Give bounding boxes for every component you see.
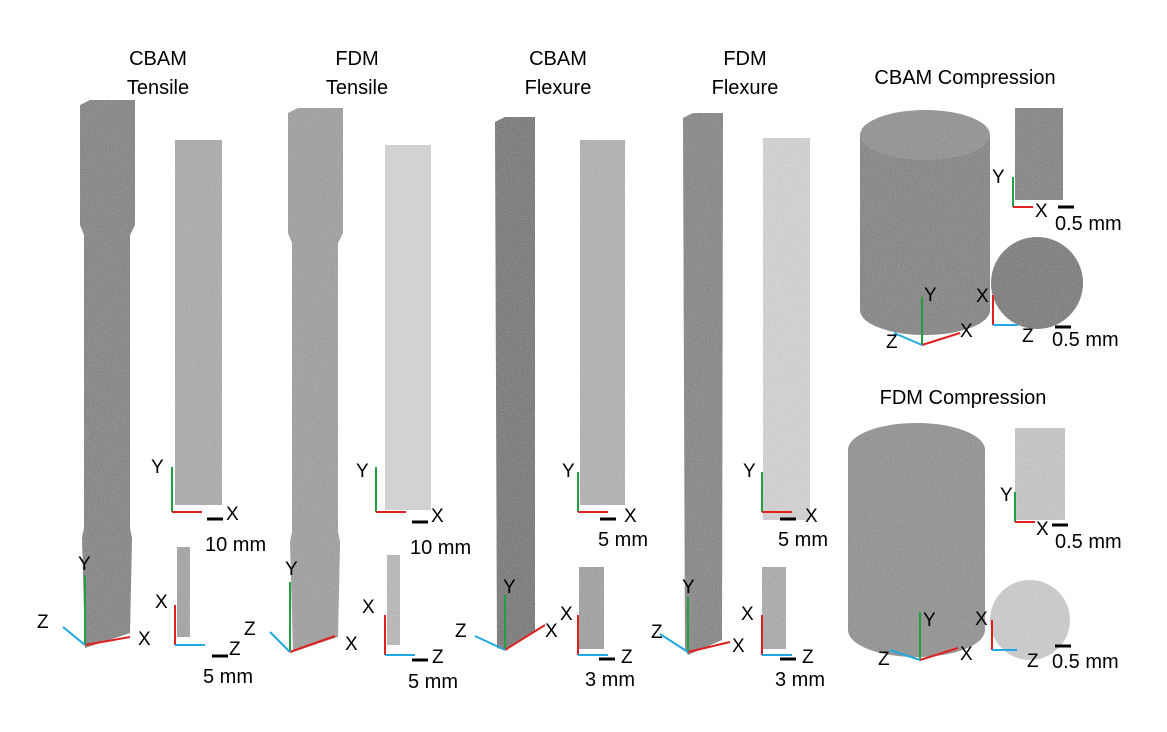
cbam-tensile-specimen-texture [80, 100, 135, 648]
fdm-tensile-specimen-texture [288, 108, 343, 652]
fdm-tensile-xz-axes-x-label: X [362, 597, 375, 618]
cbam-flexure-3d-y-label: Y [503, 577, 516, 598]
cbam-compression-3d-z-axis [893, 332, 923, 346]
cbam-flexure-title-line1: CBAM [529, 48, 587, 70]
fdm-tensile-xz-axes-z-label: Z [432, 647, 444, 668]
fdm-tensile-xy-axes-y-label: Y [356, 461, 369, 482]
cbam-tensile-3d-x-axis [84, 636, 131, 646]
cbam-compression-3d-x-label: X [960, 321, 973, 342]
fdm-compression-cylinder-top-texture [848, 423, 985, 477]
fdm-flexure-xy-axes-x-label: X [805, 506, 818, 527]
fdm-flexure-title-line1: FDM [723, 48, 767, 70]
cbam-tensile-3d-z-label: Z [37, 612, 49, 633]
fdm-compression-3d-x-axis [919, 647, 959, 661]
fdm-compression-title: FDM Compression [879, 387, 1047, 409]
cbam-tensile-xz-scale-label: 5 mm [203, 666, 253, 688]
fdm-flexure-3d-x-label: X [732, 636, 745, 657]
fdm-compression-xy-axes-y-label: Y [1000, 485, 1013, 506]
cbam-compression-xz-slice-texture [991, 237, 1083, 329]
fdm-flexure-xy-slice-texture [763, 138, 810, 520]
cbam-tensile-xz-axes-x-label: X [155, 592, 168, 613]
fdm-compression-xy-scale-label: 0.5 mm [1055, 531, 1122, 553]
fdm-flexure-xz-scale-label: 3 mm [775, 669, 825, 691]
fdm-flexure-xy-axes-y-label: Y [743, 461, 756, 482]
cbam-flexure-xz-scale-label: 3 mm [585, 669, 635, 691]
cbam-compression-xy-slice-texture [1015, 108, 1063, 200]
cbam-compression-3d-y-label: Y [924, 285, 937, 306]
cbam-tensile-xy-axes-x-label: X [226, 504, 239, 525]
cbam-tensile-3d-x-label: X [138, 629, 151, 650]
fdm-flexure-title-line2: Flexure [711, 77, 779, 99]
cbam-flexure-xz-slice-texture [579, 567, 604, 649]
cbam-flexure-3d-x-label: X [545, 621, 558, 642]
fdm-compression-xz-slice-texture [990, 580, 1070, 660]
cbam-compression-xy-axes-x-label: X [1035, 201, 1048, 222]
fdm-compression-xy-axes-x-label: X [1036, 519, 1049, 540]
cbam-tensile-3d-y-label: Y [78, 554, 91, 575]
fdm-tensile-xy-slice [385, 145, 431, 510]
cbam-compression-3d-x-axis [921, 332, 961, 346]
fdm-tensile-3d-z-axis [269, 631, 291, 653]
cbam-flexure-specimen-texture [495, 117, 535, 650]
fdm-tensile-title-line1: FDM [335, 48, 379, 70]
fdm-compression-xz-axes-x-label: X [975, 609, 988, 630]
cbam-flexure-xy-scale-label: 5 mm [598, 529, 648, 551]
cbam-compression-xz-scale-label: 0.5 mm [1052, 329, 1119, 351]
cbam-flexure-xz-axes-x-label: X [560, 604, 573, 625]
cbam-compression-xz-axes-z-label: Z [1022, 326, 1034, 347]
fdm-tensile-3d-x-label: X [345, 634, 358, 655]
fdm-flexure-3d-y-label: Y [682, 577, 695, 598]
fdm-compression-3d-x-label: X [960, 644, 973, 665]
fdm-compression-3d-y-label: Y [923, 610, 936, 631]
cbam-tensile-3d-z-axis [62, 626, 86, 646]
cbam-tensile-xy-axes-y-label: Y [151, 457, 164, 478]
fdm-compression-xz-scale-label: 0.5 mm [1052, 651, 1119, 673]
cbam-flexure-xz-axes-z-label: Z [621, 647, 633, 668]
cbam-flexure-xy-axes-y-label: Y [562, 461, 575, 482]
fdm-flexure-xz-axes-x-label: X [741, 604, 754, 625]
cbam-compression-cylinder-body-texture [860, 135, 990, 335]
cbam-flexure-3d-z-axis [474, 635, 506, 651]
cbam-tensile-xz-slice-texture [177, 547, 190, 637]
fdm-flexure-xy-scale-label: 5 mm [778, 529, 828, 551]
fdm-tensile-xz-slice-texture [387, 555, 400, 645]
cbam-compression-3d-z-label: Z [886, 332, 898, 353]
fdm-compression-cylinder-body-texture [848, 450, 985, 657]
cbam-tensile-title-line2: Tensile [126, 77, 190, 99]
cbam-flexure-3d-z-label: Z [455, 621, 467, 642]
fdm-tensile-3d-y-label: Y [285, 559, 298, 580]
fdm-flexure-3d-z-axis [659, 633, 689, 653]
fdm-tensile-3d-z-label: Z [244, 619, 256, 640]
fdm-tensile-xy-axes-x-label: X [431, 506, 444, 527]
cbam-compression-cylinder-top-texture [860, 110, 990, 160]
fdm-compression-3d-z-label: Z [878, 649, 890, 670]
fdm-flexure-3d-x-axis [687, 641, 731, 653]
fdm-tensile-xz-scale-label: 5 mm [408, 671, 458, 693]
fdm-flexure-specimen-texture [683, 113, 723, 655]
fdm-compression-xy-slice-texture [1015, 428, 1065, 520]
fdm-flexure-xz-slice-texture [762, 567, 786, 649]
cbam-compression-title: CBAM Compression [874, 67, 1056, 89]
fdm-tensile-title-line2: Tensile [325, 77, 389, 99]
cbam-flexure-title-line2: Flexure [524, 77, 592, 99]
cbam-tensile-xy-slice-texture [175, 140, 222, 505]
cbam-flexure-xy-slice-texture [580, 140, 625, 505]
fdm-compression-xz-axes-z-label: Z [1027, 651, 1039, 672]
cbam-flexure-xy-axes-x-label: X [624, 506, 637, 527]
cbam-tensile-xy-scale-label: 10 mm [205, 534, 267, 556]
cbam-compression-xy-axes-y-label: Y [992, 167, 1005, 188]
cbam-compression-xy-scale-label: 0.5 mm [1055, 213, 1122, 235]
cbam-compression-xz-axes-x-label: X [976, 286, 989, 307]
cbam-flexure-3d-x-axis [504, 624, 546, 651]
fdm-tensile-3d-x-axis [289, 635, 336, 653]
fdm-flexure-3d-z-label: Z [651, 622, 663, 643]
fdm-tensile-xy-scale-label: 10 mm [410, 537, 472, 559]
cbam-tensile-title-line1: CBAM [129, 48, 187, 70]
fdm-flexure-xz-axes-z-label: Z [802, 647, 814, 668]
cbam-tensile-xz-axes-z-label: Z [229, 639, 241, 660]
fdm-compression-3d-z-axis [889, 649, 921, 661]
